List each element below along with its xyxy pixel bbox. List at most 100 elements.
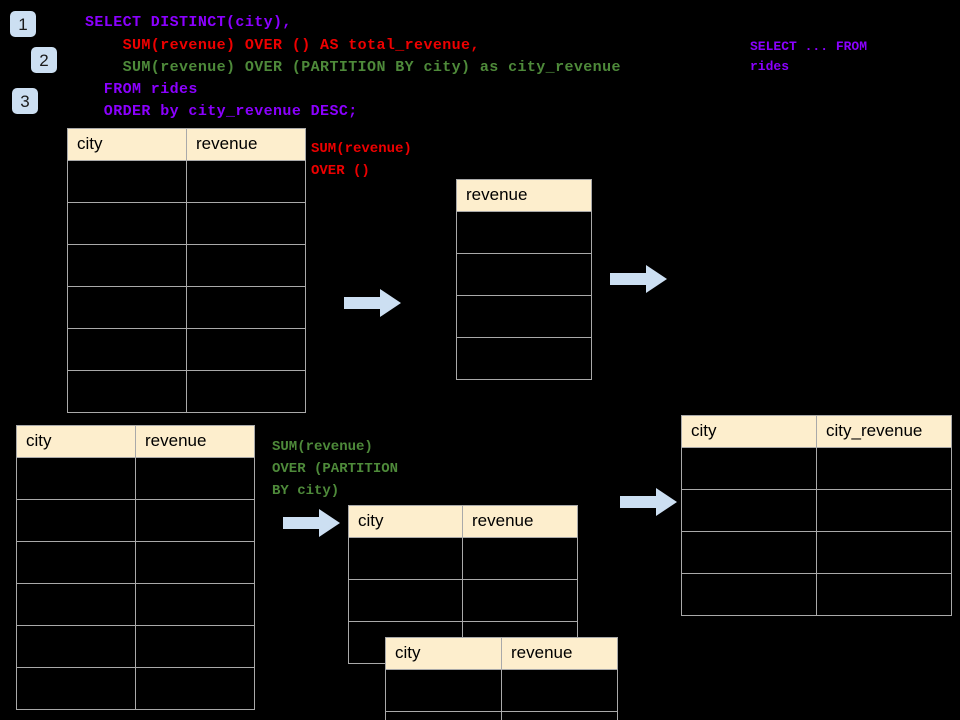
cell-revenue (501, 711, 618, 720)
cell-revenue (186, 328, 306, 371)
table-rides-top: city revenue (67, 128, 306, 413)
cell-city (681, 447, 817, 490)
cell-city-revenue (816, 531, 952, 574)
cell-city (67, 286, 187, 329)
table-row (67, 160, 306, 203)
cell-revenue (135, 667, 255, 710)
table-row (681, 447, 952, 490)
step-badge-1: 1 (10, 11, 36, 37)
table-row (456, 295, 592, 338)
annotation-select-from-rides: SELECT ... FROM rides (750, 39, 868, 74)
column-header-city: city (67, 128, 187, 161)
column-header-city: city (385, 637, 502, 670)
sql-line-city-revenue: SUM(revenue) OVER (PARTITION BY city) as… (85, 59, 621, 76)
column-header-revenue: revenue (135, 425, 255, 458)
cell-city (385, 669, 502, 712)
cell-city (385, 711, 502, 720)
cell-city (16, 625, 136, 668)
annotation-sum-over-empty: SUM(revenue) OVER () (311, 141, 412, 179)
column-header-city-revenue: city_revenue (816, 415, 952, 448)
cell-city (67, 244, 187, 287)
cell-revenue (186, 370, 306, 413)
table-partition-lower: city revenue (385, 637, 618, 720)
table-row (681, 573, 952, 616)
sql-line-select: SELECT DISTINCT(city), (85, 14, 292, 31)
column-header-city: city (16, 425, 136, 458)
table-rides-bottom: city revenue (16, 425, 255, 710)
cell-revenue (186, 286, 306, 329)
arrow-total-to-result-icon (610, 265, 667, 293)
table-row (16, 541, 255, 584)
table-header-row: city revenue (348, 505, 578, 538)
table-header-row: city revenue (67, 128, 306, 161)
table-header-row: city revenue (385, 637, 618, 670)
table-row (16, 625, 255, 668)
table-row (348, 537, 578, 580)
table-row (348, 579, 578, 622)
cell-revenue (456, 253, 592, 296)
cell-city (348, 537, 463, 580)
cell-revenue (135, 457, 255, 500)
cell-city (16, 457, 136, 500)
table-row (67, 286, 306, 329)
column-header-city: city (681, 415, 817, 448)
sql-line-from: FROM rides (85, 81, 198, 98)
cell-city (16, 583, 136, 626)
table-row (16, 583, 255, 626)
table-row (67, 244, 306, 287)
step-badge-3-label: 3 (20, 91, 30, 111)
cell-city (67, 370, 187, 413)
cell-revenue (135, 499, 255, 542)
table-total-revenue: revenue (456, 179, 592, 380)
table-result: city city_revenue (681, 415, 952, 616)
cell-revenue (186, 202, 306, 245)
cell-city (67, 202, 187, 245)
cell-city (67, 160, 187, 203)
table-header-row: city revenue (16, 425, 255, 458)
table-row (16, 457, 255, 500)
arrow-rides-to-partition-icon (283, 509, 340, 537)
step-badge-2: 2 (31, 47, 57, 73)
cell-revenue (456, 295, 592, 338)
cell-city (16, 499, 136, 542)
cell-city (16, 667, 136, 710)
cell-city (681, 489, 817, 532)
cell-city (16, 541, 136, 584)
table-row (456, 211, 592, 254)
cell-city-revenue (816, 489, 952, 532)
column-header-city: city (348, 505, 463, 538)
sql-line-order-by: ORDER by city_revenue DESC; (85, 103, 358, 120)
cell-revenue (135, 541, 255, 584)
table-row (67, 328, 306, 371)
table-row (681, 489, 952, 532)
cell-revenue (462, 537, 578, 580)
table-row (456, 337, 592, 380)
column-header-revenue: revenue (501, 637, 618, 670)
table-header-row: city city_revenue (681, 415, 952, 448)
cell-revenue (462, 579, 578, 622)
step-badge-3: 3 (12, 88, 38, 114)
cell-revenue (186, 244, 306, 287)
table-row (385, 711, 618, 720)
arrow-rides-to-total-icon (344, 289, 401, 317)
table-row (681, 531, 952, 574)
cell-city (67, 328, 187, 371)
column-header-revenue: revenue (456, 179, 592, 212)
column-header-revenue: revenue (186, 128, 306, 161)
annotation-sum-over-partition: SUM(revenue) OVER (PARTITION BY city) (272, 439, 399, 499)
cell-city (681, 573, 817, 616)
table-header-row: revenue (456, 179, 592, 212)
step-badge-1-label: 1 (18, 14, 28, 34)
table-row (16, 667, 255, 710)
cell-city (681, 531, 817, 574)
table-row (67, 202, 306, 245)
cell-revenue (186, 160, 306, 203)
step-badge-2-label: 2 (39, 50, 49, 70)
table-row (385, 669, 618, 712)
column-header-revenue: revenue (462, 505, 578, 538)
cell-city (348, 579, 463, 622)
cell-revenue (456, 337, 592, 380)
table-row (67, 370, 306, 413)
cell-revenue (456, 211, 592, 254)
table-row (16, 499, 255, 542)
